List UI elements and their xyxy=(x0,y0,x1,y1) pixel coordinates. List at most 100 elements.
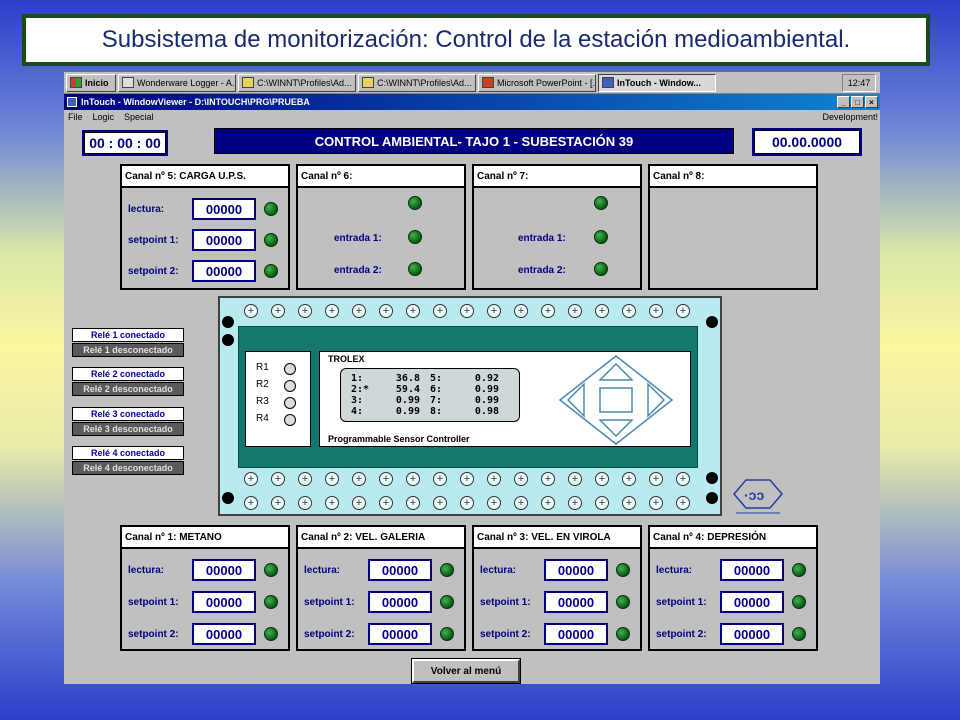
window-controls: _ □ × xyxy=(837,96,878,108)
taskbar-item-powerpoint[interactable]: Microsoft PowerPoint - [... xyxy=(478,73,596,92)
channel-2-sp1-value[interactable]: 00000 xyxy=(368,591,432,613)
channel-5-sp2-value[interactable]: 00000 xyxy=(192,260,256,282)
lcd-readout: 1:36.8 5:0.92 2:*59.4 6:0.99 3:0.99 7:0.… xyxy=(340,368,520,422)
menu-special[interactable]: Special xyxy=(124,112,154,122)
status-led xyxy=(264,264,278,278)
entrada-1-led xyxy=(408,230,422,244)
channel-3-sp2-value[interactable]: 00000 xyxy=(544,623,608,645)
channel-4-sp2-value[interactable]: 00000 xyxy=(720,623,784,645)
relay-1-disconnected[interactable]: Relé 1 desconectado xyxy=(72,343,184,357)
arrow-left-icon[interactable] xyxy=(566,382,585,418)
channel-2-sp2-value[interactable]: 00000 xyxy=(368,623,432,645)
taskbar-item-folder-1[interactable]: C:\WINNT\Profiles\Ad... xyxy=(238,73,356,92)
menu-file[interactable]: File xyxy=(68,112,83,122)
menu-development[interactable]: Development! xyxy=(822,112,878,122)
relay-4-disconnected[interactable]: Relé 4 desconectado xyxy=(72,461,184,475)
terminal-screw-icon: + xyxy=(595,472,609,486)
lectura-label: lectura: xyxy=(128,565,165,576)
channel-1-lectura-value[interactable]: 00000 xyxy=(192,559,256,581)
lcd-cell: 2:*59.4 xyxy=(351,384,420,395)
channel-3-panel: Canal nº 3: VEL. EN VIROLA lectura: 0000… xyxy=(472,525,642,651)
entrada-1-led xyxy=(594,230,608,244)
relay-4-connected[interactable]: Relé 4 conectado xyxy=(72,446,184,460)
mounting-dot xyxy=(706,492,718,504)
lectura-label: lectura: xyxy=(480,565,517,576)
terminal-screw-icon: + xyxy=(298,496,312,510)
relay-r4-led xyxy=(284,414,296,426)
channel-1-sp2-value[interactable]: 00000 xyxy=(192,623,256,645)
close-button[interactable]: × xyxy=(865,96,878,108)
entrada-2-led xyxy=(594,262,608,276)
terminal-screw-icon: + xyxy=(622,496,636,510)
channel-8-title: Canal nº 8: xyxy=(650,166,816,188)
channel-5-sp1-row: setpoint 1: 00000 xyxy=(122,229,288,253)
taskbar-item-logger[interactable]: Wonderware Logger - A... xyxy=(118,73,236,92)
terminal-screw-icon: + xyxy=(433,472,447,486)
channel-4-sp1-value[interactable]: 00000 xyxy=(720,591,784,613)
entrada-1-label: entrada 1: xyxy=(334,233,382,244)
channel-1-title: Canal nº 1: METANO xyxy=(122,527,288,549)
terminal-screw-icon: + xyxy=(622,304,636,318)
maximize-button[interactable]: □ xyxy=(851,96,864,108)
channel-3-lectura-value[interactable]: 00000 xyxy=(544,559,608,581)
channel-4-title: Canal nº 4: DEPRESIÓN xyxy=(650,527,816,549)
center-button-icon[interactable] xyxy=(599,387,633,413)
channel-5-sp1-value[interactable]: 00000 xyxy=(192,229,256,251)
start-button[interactable]: Inicio xyxy=(66,73,116,92)
setpoint-1-label: setpoint 1: xyxy=(128,597,179,608)
channel-5-lectura-value[interactable]: 00000 xyxy=(192,198,256,220)
controller-display: TROLEX 1:36.8 5:0.92 2:*59.4 6:0.99 3:0.… xyxy=(319,351,691,447)
back-to-menu-button[interactable]: Volver al menú xyxy=(412,659,520,683)
relay-2-disconnected[interactable]: Relé 2 desconectado xyxy=(72,382,184,396)
channel-4-lectura-value[interactable]: 00000 xyxy=(720,559,784,581)
terminal-screw-icon: + xyxy=(379,472,393,486)
terminal-screw-icon: + xyxy=(271,496,285,510)
terminal-screw-icon: + xyxy=(487,496,501,510)
channel-2-lectura-value[interactable]: 00000 xyxy=(368,559,432,581)
terminal-screw-icon: + xyxy=(514,496,528,510)
status-led xyxy=(264,595,278,609)
relay-1-connected[interactable]: Relé 1 conectado xyxy=(72,328,184,342)
brand-label: TROLEX xyxy=(328,354,365,364)
arrow-up-icon[interactable] xyxy=(598,362,634,381)
relay-r3-label: R3 xyxy=(256,396,269,407)
direction-pad xyxy=(558,355,674,445)
minimize-button[interactable]: _ xyxy=(837,96,850,108)
channel-6-panel: Canal nº 6: entrada 1: entrada 2: xyxy=(296,164,466,290)
taskbar-item-intouch[interactable]: InTouch - Window... xyxy=(598,73,716,92)
channel-3-sp2-row: setpoint 2: 00000 xyxy=(474,623,640,647)
arrow-down-icon[interactable] xyxy=(598,419,634,438)
channel-1-sp1-value[interactable]: 00000 xyxy=(192,591,256,613)
mounting-dot xyxy=(222,316,234,328)
date-display: 00.00.0000 xyxy=(752,128,862,156)
channel-5-lectura-row: lectura: 00000 xyxy=(122,198,288,222)
terminal-screw-icon: + xyxy=(514,472,528,486)
status-led xyxy=(440,595,454,609)
relay-2-connected[interactable]: Relé 2 conectado xyxy=(72,367,184,381)
relay-r4-label: R4 xyxy=(256,413,269,424)
terminal-screw-icon: + xyxy=(649,304,663,318)
taskbar-item-folder-2[interactable]: C:\WINNT\Profiles\Ad... xyxy=(358,73,476,92)
terminal-screw-icon: + xyxy=(379,496,393,510)
window-title: InTouch - WindowViewer - D:\INTOUCH\PRG\… xyxy=(81,97,310,107)
arrow-right-icon[interactable] xyxy=(647,382,666,418)
status-led xyxy=(792,595,806,609)
menu-logic[interactable]: Logic xyxy=(92,112,115,122)
status-led xyxy=(264,627,278,641)
setpoint-2-label: setpoint 2: xyxy=(128,266,179,277)
folder-icon xyxy=(362,77,374,88)
window-titlebar[interactable]: InTouch - WindowViewer - D:\INTOUCH\PRG\… xyxy=(64,94,880,110)
channel-8-panel: Canal nº 8: xyxy=(648,164,818,290)
lcd-cell: 3:0.99 xyxy=(351,395,420,406)
channel-3-sp1-row: setpoint 1: 00000 xyxy=(474,591,640,615)
channel-1-panel: Canal nº 1: METANO lectura: 00000 setpoi… xyxy=(120,525,290,651)
terminal-screw-icon: + xyxy=(244,496,258,510)
channel-3-sp1-value[interactable]: 00000 xyxy=(544,591,608,613)
time-display: 00 : 00 : 00 xyxy=(82,130,168,156)
terminal-screw-icon: + xyxy=(676,304,690,318)
relay-3-disconnected[interactable]: Relé 3 desconectado xyxy=(72,422,184,436)
terminal-screw-icon: + xyxy=(649,496,663,510)
relay-3-connected[interactable]: Relé 3 conectado xyxy=(72,407,184,421)
relay-r3-led xyxy=(284,397,296,409)
terminal-screw-icon: + xyxy=(595,496,609,510)
